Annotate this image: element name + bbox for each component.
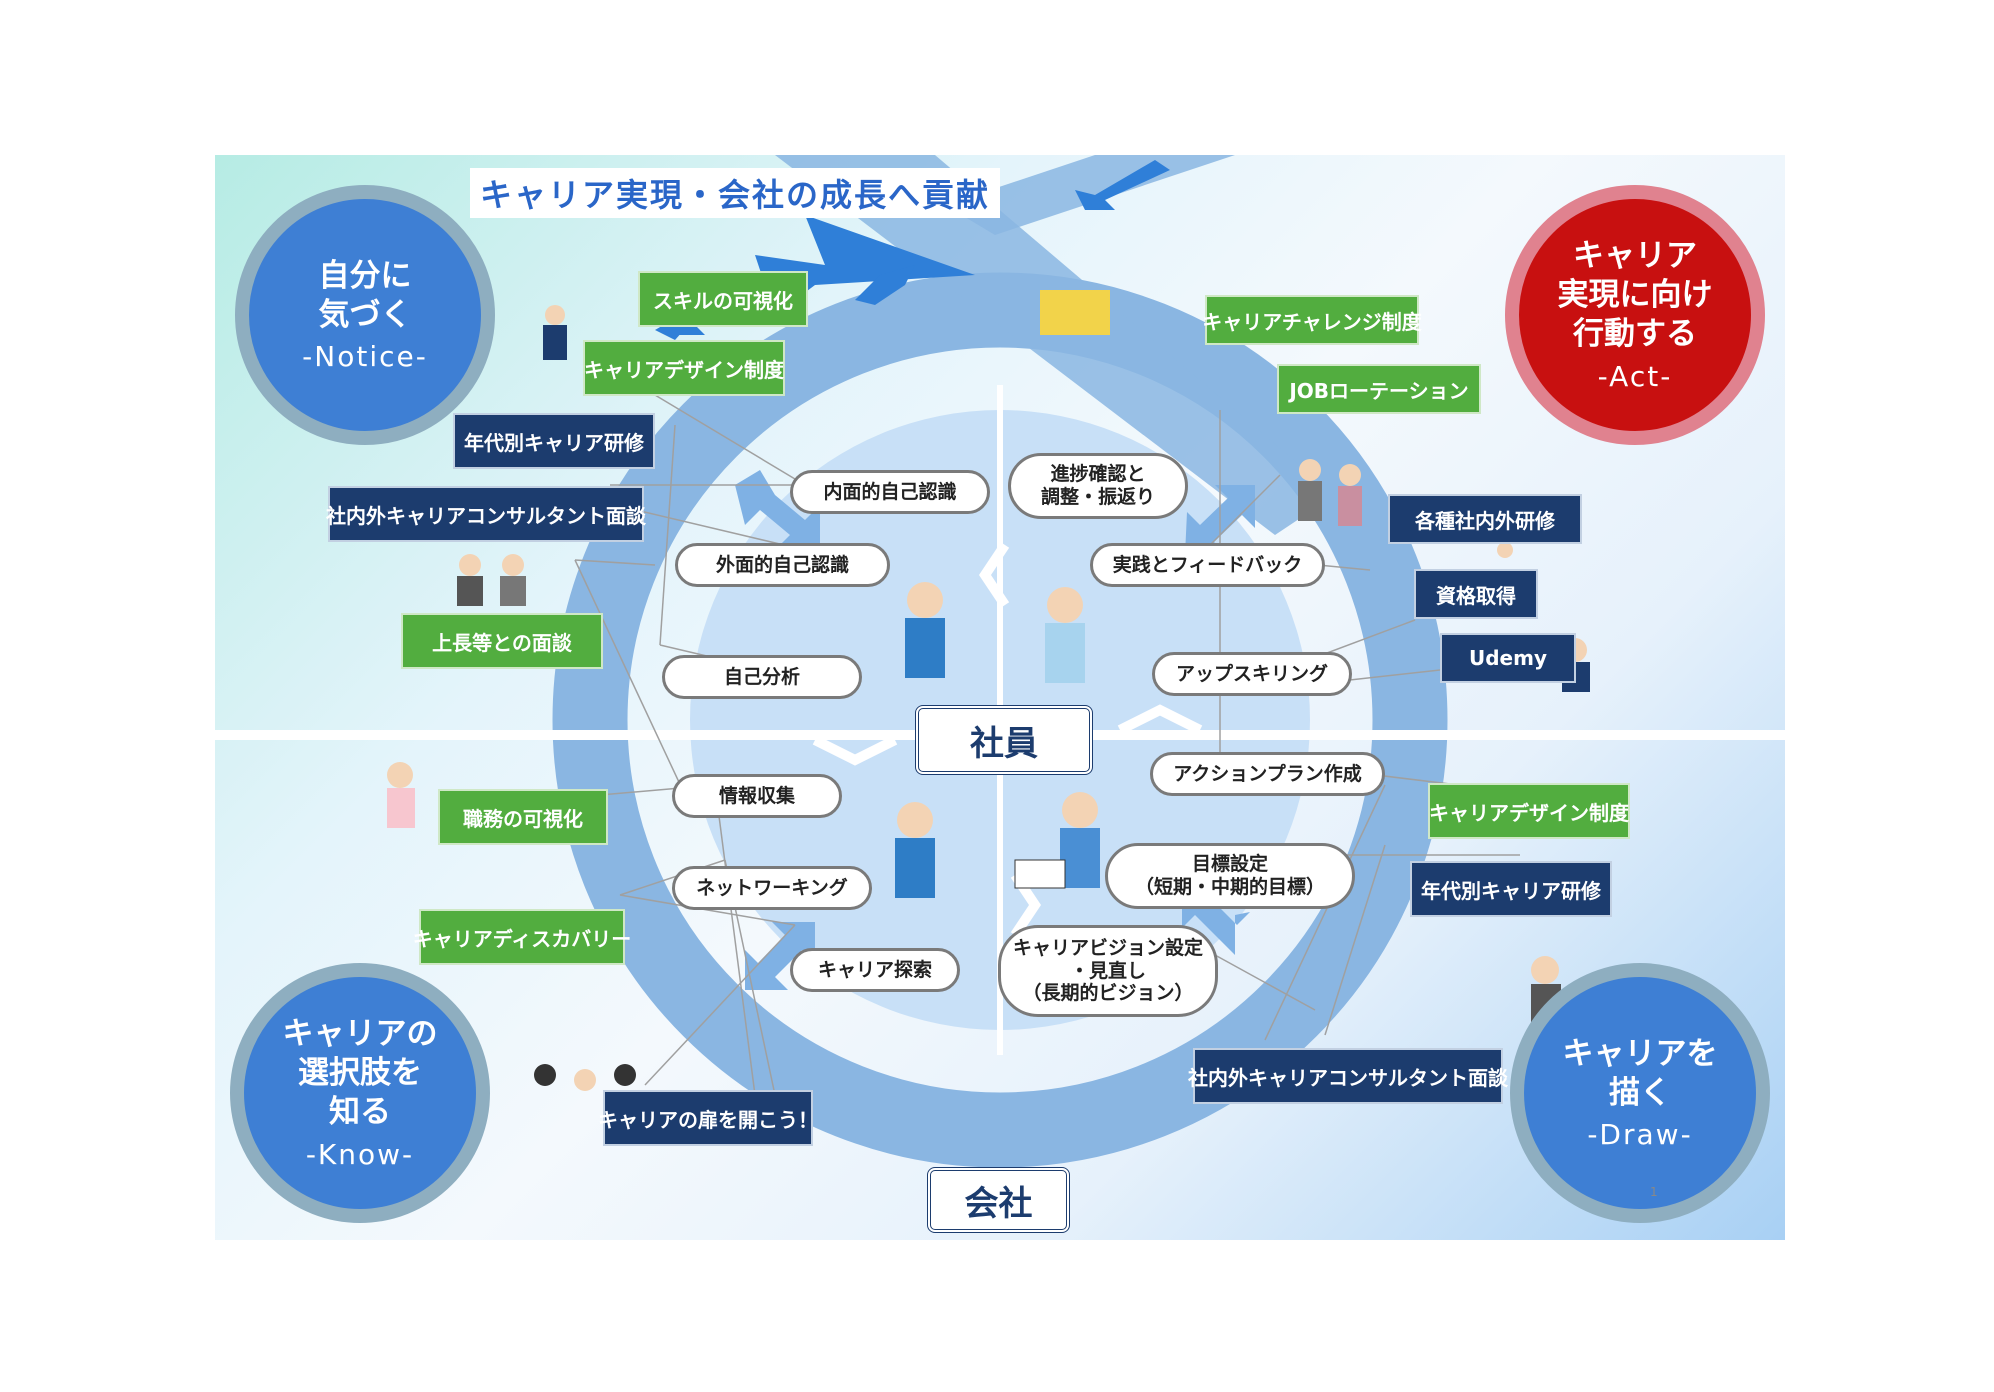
label-employee: 社員 [915, 705, 1093, 775]
pill-networking: ネットワーキング [672, 866, 872, 910]
pill-line: ・見直し [1069, 959, 1146, 982]
pill-line: キャリアビジョン設定 [1012, 936, 1203, 959]
circle-title-line: 描く [1609, 1074, 1671, 1111]
circle-title-line: キャリアの [282, 1016, 438, 1053]
page-number: 1 [1650, 1185, 1658, 1199]
circle-title-line: 実現に向け [1557, 277, 1713, 314]
box-career-design: キャリアデザイン制度 [583, 340, 785, 396]
chevron-up-icon [1117, 704, 1203, 735]
pill-career-vision: キャリアビジョン設定 ・見直し （長期的ビジョン） [998, 925, 1218, 1017]
circle-notice: 自分に 気づく -Notice- [235, 185, 495, 445]
box-open-door: キャリアの扉を開こう！ [598, 1090, 818, 1146]
circle-title-line: 気づく [318, 296, 412, 333]
person-illustration-icon [1045, 587, 1085, 683]
box-age-training: 年代別キャリア研修 [453, 413, 655, 469]
box-qualification: 資格取得 [1414, 569, 1538, 619]
box-consultant-interview: 社内外キャリアコンサルタント面談 [1188, 1048, 1508, 1104]
box-supervisor-interview: 上長等との面談 [401, 613, 603, 669]
chevron-left-icon [978, 542, 1010, 608]
box-career-design: キャリアデザイン制度 [1428, 783, 1630, 839]
box-career-challenge: キャリアチャレンジ制度 [1202, 295, 1422, 345]
circle-draw: キャリアを 描く -Draw- [1510, 963, 1770, 1223]
pill-line: 調整・振返り [1040, 486, 1155, 508]
circle-title-line: キャリア [1573, 238, 1697, 275]
banner-title: キャリア実現・会社の成長へ貢献 [470, 168, 1001, 218]
pill-line: （長期的ビジョン） [1022, 982, 1194, 1005]
person-illustration-icon [457, 554, 526, 606]
double-arrow-icon [735, 470, 820, 550]
top-swoosh [775, 155, 1335, 535]
pill-line: （短期・中期的目標） [1134, 876, 1325, 898]
pill-upskilling: アップスキリング [1152, 652, 1352, 696]
box-age-training: 年代別キャリア研修 [1410, 861, 1612, 917]
box-skill-visualization: スキルの可視化 [638, 271, 808, 327]
pill-info-gathering: 情報収集 [672, 774, 842, 818]
circle-title-line: キャリアを [1562, 1035, 1718, 1072]
person-illustration-icon [534, 1064, 636, 1091]
label-company: 会社 [927, 1167, 1070, 1233]
pill-line: 目標設定 [1191, 853, 1268, 876]
arrow-upleft-icon [855, 265, 915, 305]
pill-goal-setting: 目標設定 （短期・中期的目標） [1105, 843, 1355, 909]
chevron-down-icon [812, 735, 898, 766]
pill-inner-self-awareness: 内面的自己認識 [790, 470, 990, 514]
box-job-visualization: 職務の可視化 [438, 789, 608, 845]
person-illustration-icon [387, 762, 415, 828]
person-illustration-icon [1298, 459, 1362, 526]
box-career-discovery: キャリアディスカバリー [413, 909, 631, 965]
box-various-training: 各種社内外研修 [1388, 494, 1582, 544]
circle-title-line: 知る [329, 1093, 391, 1130]
pill-action-plan: アクションプラン作成 [1150, 752, 1385, 796]
person-illustration-icon [905, 582, 945, 678]
box-job-rotation: JOBローテーション [1277, 364, 1481, 414]
circle-title-line: 選択肢を [298, 1055, 422, 1092]
circle-act: キャリア 実現に向け 行動する -Act- [1505, 185, 1765, 445]
arrow-upleft-icon [1075, 160, 1170, 210]
circle-title-line: 自分に [318, 257, 412, 294]
box-consultant-interview: 社内外キャリアコンサルタント面談 [326, 486, 646, 542]
pill-self-analysis: 自己分析 [662, 655, 862, 699]
pill-career-exploration: キャリア探索 [790, 948, 960, 992]
circle-title-line: 行動する [1573, 315, 1697, 352]
box-udemy: Udemy [1440, 633, 1576, 683]
arrow-upleft-icon [755, 215, 975, 315]
pill-progress-review: 進捗確認と 調整・振返り [1008, 453, 1188, 519]
circle-know: キャリアの 選択肢を 知る -Know- [230, 963, 490, 1223]
pill-practice-feedback: 実践とフィードバック [1090, 543, 1325, 587]
person-illustration-icon [895, 802, 935, 898]
circle-subtitle: -Draw- [1587, 1118, 1693, 1152]
pill-outer-self-awareness: 外面的自己認識 [675, 543, 890, 587]
circle-subtitle: -Notice- [302, 340, 428, 374]
double-arrow-icon [745, 922, 815, 990]
circle-subtitle: -Know- [305, 1137, 415, 1171]
person-illustration-icon [543, 305, 567, 360]
person-illustration-icon [1014, 792, 1100, 889]
pill-line: 進捗確認と [1050, 463, 1146, 486]
circle-subtitle: -Act- [1597, 359, 1673, 393]
diagram-panel: キャリア実現・会社の成長へ貢献 自分に 気づく -Notice- キャリア 実現… [215, 155, 1785, 1240]
stage-illustration-icon [1040, 290, 1110, 335]
